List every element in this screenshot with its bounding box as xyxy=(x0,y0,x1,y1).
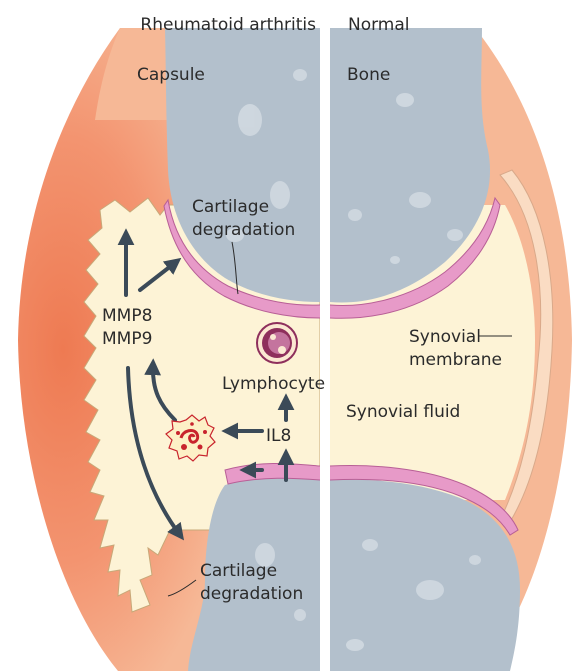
title-rheumatoid-arthritis: Rheumatoid arthritis xyxy=(140,15,316,35)
lymphocyte-cell-icon xyxy=(257,323,297,363)
label-cartilage-top-1: Cartilage xyxy=(192,197,269,217)
label-cartilage-bottom-2: degradation xyxy=(200,584,303,604)
label-synovial-membrane-2: membrane xyxy=(409,350,502,370)
label-mmp8: MMP8 xyxy=(102,306,152,326)
title-normal: Normal xyxy=(348,15,410,35)
label-capsule: Capsule xyxy=(137,65,205,85)
label-il8: IL8 xyxy=(266,426,291,446)
label-synovial-fluid: Synovial fluid xyxy=(346,402,460,422)
label-synovial-membrane-1: Synovial xyxy=(409,327,481,347)
label-lymphocyte: Lymphocyte xyxy=(222,374,325,394)
center-divider xyxy=(320,0,330,671)
label-mmp9: MMP9 xyxy=(102,329,152,349)
label-cartilage-top-2: degradation xyxy=(192,220,295,240)
label-cartilage-bottom-1: Cartilage xyxy=(200,561,277,581)
label-bone: Bone xyxy=(347,65,390,85)
